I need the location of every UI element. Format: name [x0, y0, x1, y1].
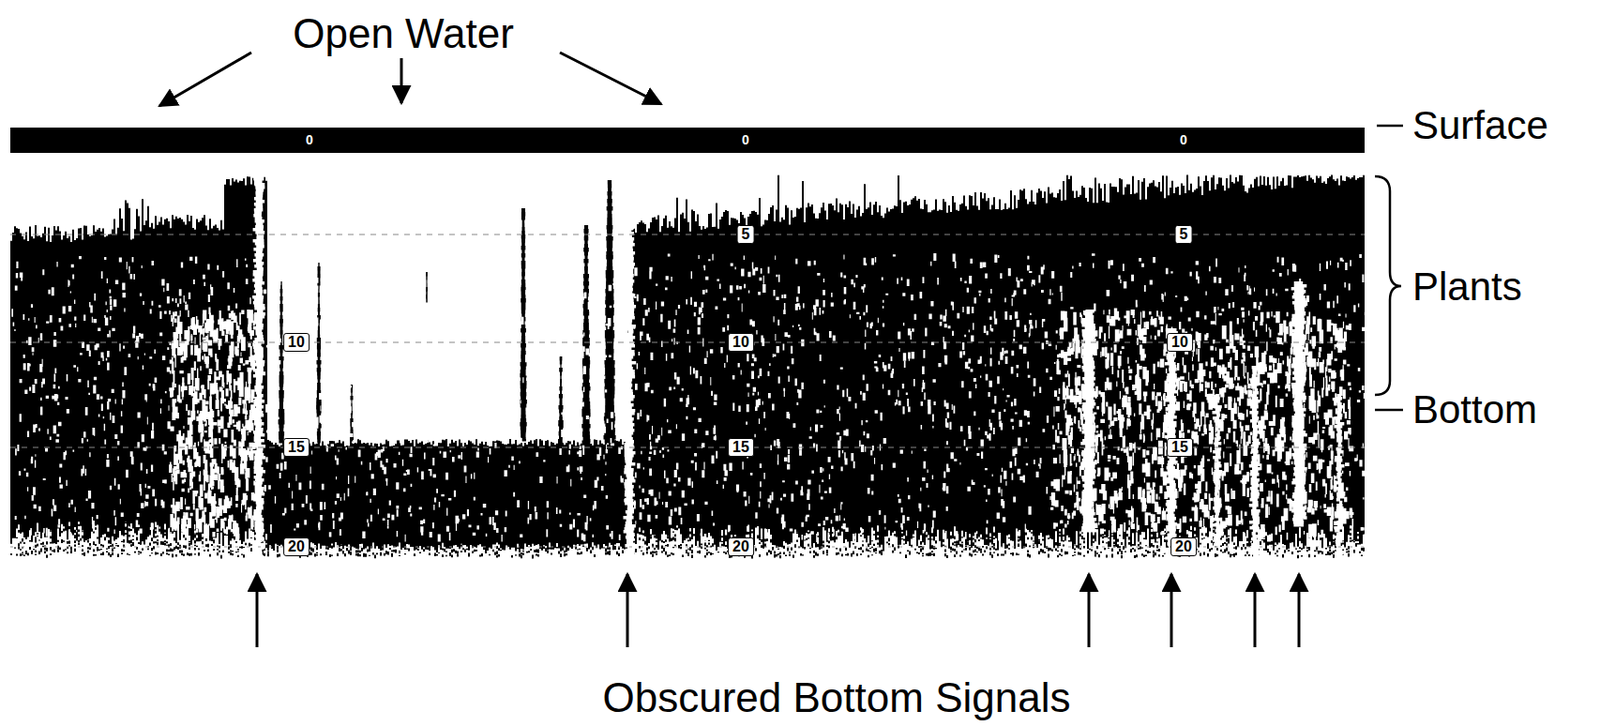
depth-mark: 0: [302, 133, 317, 147]
depth-mark: 0: [739, 133, 753, 147]
depth-mark: 15: [1166, 437, 1193, 457]
arrow: [400, 58, 404, 104]
bottom-label: Bottom: [1412, 390, 1538, 430]
depth-mark: 5: [737, 225, 755, 244]
depth-mark: 10: [727, 332, 755, 352]
arrow: [559, 52, 662, 105]
depth-mark: 15: [727, 437, 755, 457]
echo-gap: [11, 174, 1368, 562]
depth-mark: 5: [1175, 225, 1193, 244]
depth-mark: 0: [1177, 133, 1191, 147]
arrow: [1170, 573, 1174, 648]
echogram: [10, 174, 1368, 562]
brace: [1374, 176, 1402, 395]
leader-dash: [1374, 408, 1404, 412]
leader-dash: [1376, 124, 1404, 128]
depth-mark: 15: [283, 437, 310, 457]
arrow: [256, 573, 259, 648]
depth-line: [10, 546, 1365, 548]
arrow: [1087, 573, 1091, 648]
depth-mark: 20: [727, 537, 755, 557]
arrow: [1253, 573, 1257, 648]
arrow: [1298, 573, 1301, 648]
caption-label: Obscured Bottom Signals: [603, 677, 1072, 719]
depth-mark: 10: [283, 332, 310, 352]
arrow: [159, 52, 252, 106]
open-water-arrows: [159, 52, 662, 106]
surface-bar: [10, 127, 1365, 153]
obscured-arrows: [256, 573, 1299, 648]
depth-mark: 10: [1166, 332, 1193, 352]
callout-label: Open Water: [292, 13, 514, 55]
depth-line: [10, 447, 1365, 449]
depth-mark: 20: [283, 537, 310, 557]
depth-line: [10, 342, 1365, 344]
plants-label: Plants: [1412, 267, 1523, 307]
depth-mark: 20: [1170, 537, 1197, 557]
depth-line: [10, 234, 1365, 236]
surface-label: Surface: [1412, 105, 1549, 146]
arrow: [626, 573, 630, 648]
